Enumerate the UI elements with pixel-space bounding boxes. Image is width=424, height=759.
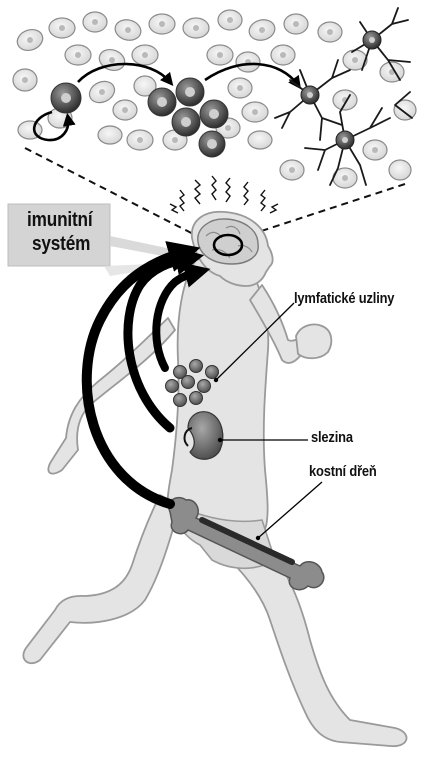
- stem-cell: [51, 83, 81, 113]
- spleen-label: slezina: [311, 429, 353, 446]
- bone-marrow-label: kostní dřeň: [309, 463, 377, 480]
- lymph-nodes-label: lymfatické uzliny: [294, 290, 394, 307]
- signal-zigzags: [170, 176, 278, 213]
- immune-system-label-line1: imunitní: [27, 209, 93, 232]
- immune-system-label-line2: systém: [32, 233, 90, 256]
- progenitor-cell-cluster: [148, 78, 228, 157]
- proliferation-arrow: [78, 64, 170, 82]
